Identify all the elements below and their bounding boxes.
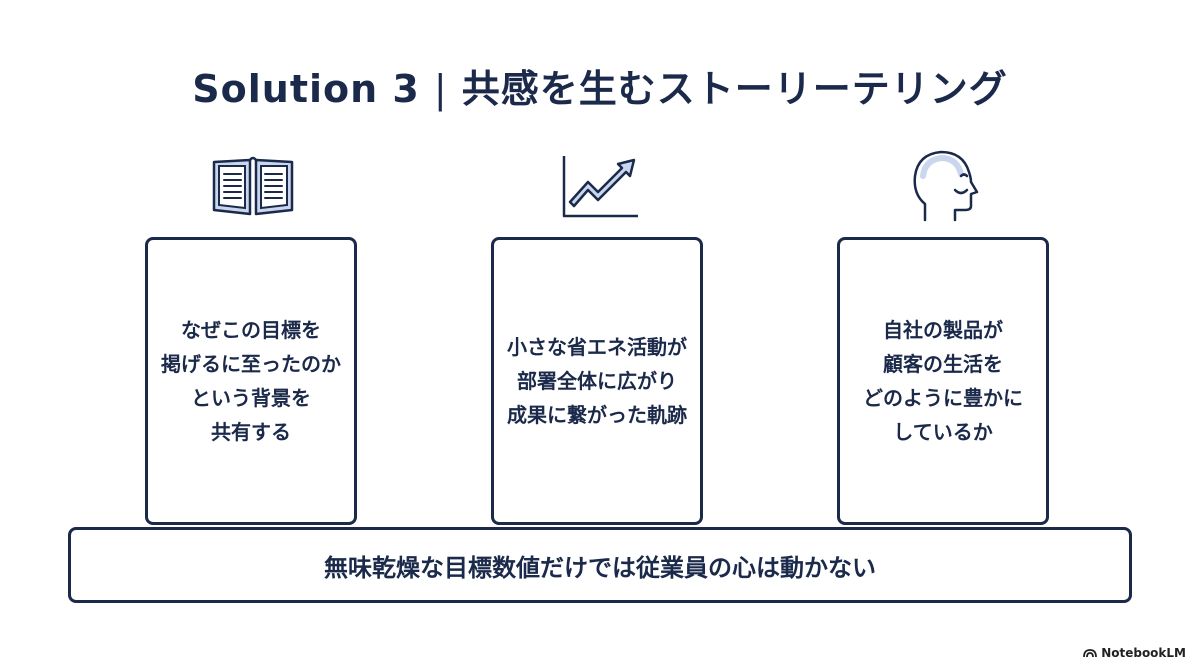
- pillar-text-background: なぜこの目標を 掲げるに至ったのか という背景を 共有する: [161, 318, 341, 444]
- slide-title: Solution 3 | 共感を生むストーリーテリング: [0, 58, 1200, 113]
- brand-watermark: NotebookLM: [1083, 646, 1186, 660]
- person-head-icon: [913, 150, 979, 222]
- pillar-text-trajectory: 小さな省エネ活動が 部署全体に広がり 成果に繋がった軌跡: [507, 335, 687, 427]
- foundation-text: 無味乾燥な目標数値だけでは従業員の心は動かない: [324, 553, 876, 582]
- trend-chart-icon: [562, 156, 638, 218]
- pillar-card-trajectory: 小さな省エネ活動が 部署全体に広がり 成果に繋がった軌跡: [491, 237, 703, 525]
- title-main: Solution 3: [192, 67, 420, 111]
- foundation-bar: 無味乾燥な目標数値だけでは従業員の心は動かない: [68, 527, 1132, 603]
- pillar-card-customer: 自社の製品が 顧客の生活を どのように豊かに しているか: [837, 237, 1049, 525]
- title-sub: 共感を生むストーリーテリング: [461, 67, 1008, 111]
- brand-label: NotebookLM: [1101, 646, 1186, 660]
- notebooklm-logo-icon: [1083, 649, 1098, 658]
- open-book-icon: [212, 156, 294, 216]
- title-separator: |: [433, 67, 448, 111]
- pillar-text-customer: 自社の製品が 顧客の生活を どのように豊かに しているか: [863, 318, 1023, 444]
- pillar-card-background: なぜこの目標を 掲げるに至ったのか という背景を 共有する: [145, 237, 357, 525]
